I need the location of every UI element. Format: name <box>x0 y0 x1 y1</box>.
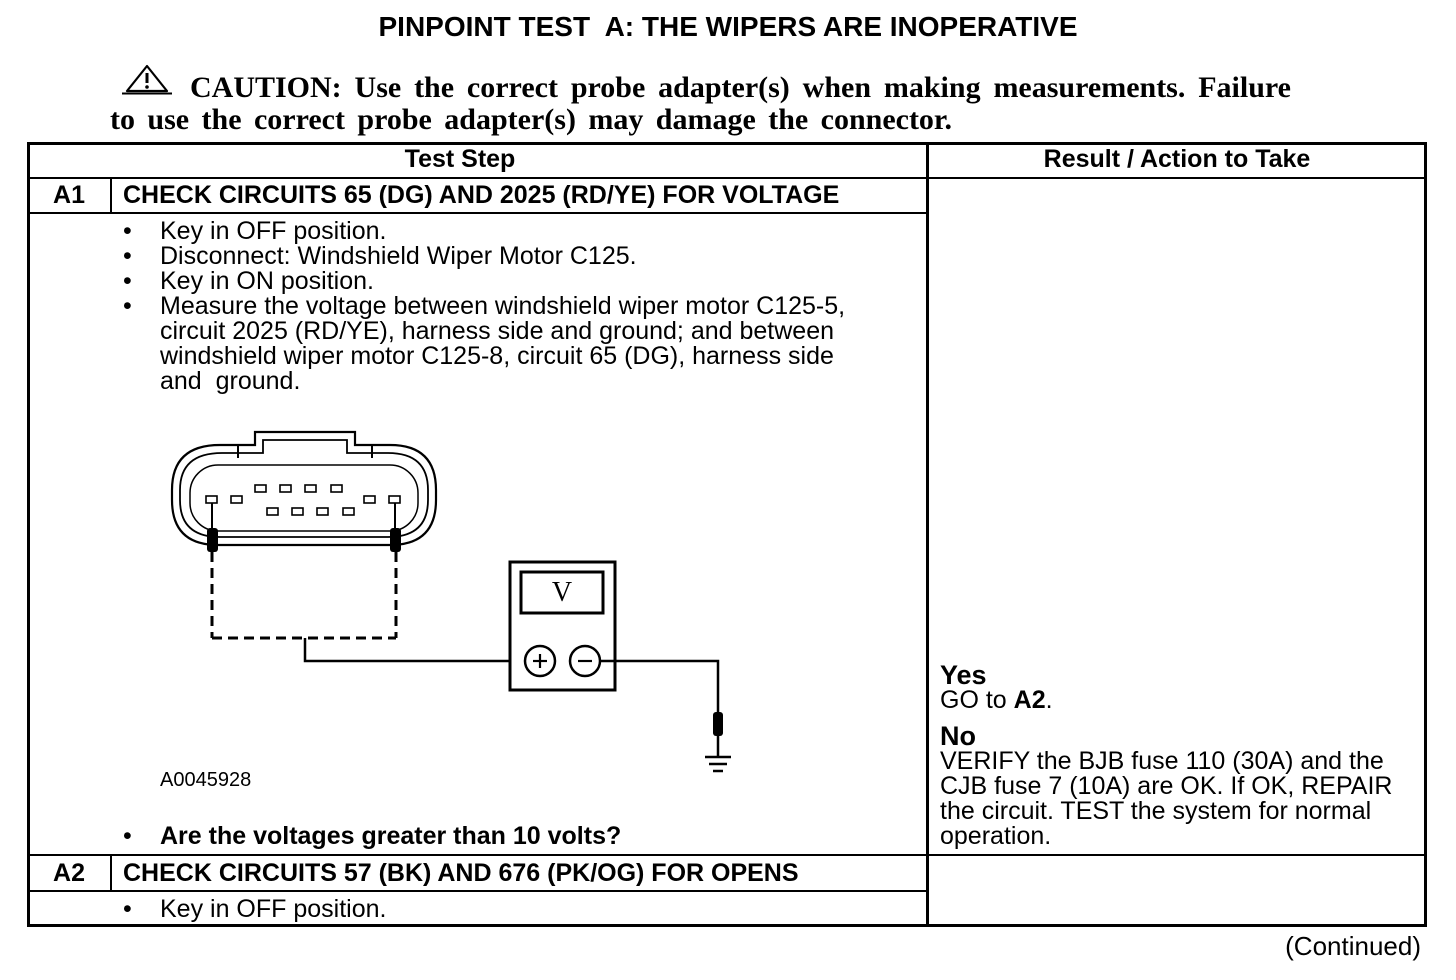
test-lead-negative <box>600 659 720 714</box>
step-id: A1 <box>53 181 85 209</box>
result-yes-prefix: GO to <box>940 686 1014 714</box>
test-probe <box>713 712 723 736</box>
connector-pin <box>291 507 304 516</box>
result-no-label: No <box>940 721 976 751</box>
connector-pin <box>388 495 401 504</box>
step-id-divider <box>110 178 112 213</box>
connector-pin <box>279 484 292 493</box>
list-item: Key in ON position. <box>118 267 860 295</box>
connector-pin <box>342 507 355 516</box>
ground-symbol-icon <box>705 736 731 773</box>
header-test-step: Test Step <box>404 145 516 173</box>
connector-pin <box>205 495 218 504</box>
voltmeter: V <box>508 560 617 692</box>
step-actions-list: Key in OFF position. <box>118 895 860 923</box>
test-table <box>27 142 1427 927</box>
step-id-divider <box>110 855 112 891</box>
row-divider <box>27 854 1427 856</box>
warning-triangle-icon <box>122 64 172 95</box>
page-title: PINPOINT TEST A: THE WIPERS ARE INOPERAT… <box>378 11 1078 42</box>
action-text: Key in OFF position. <box>160 217 387 245</box>
action-text: Key in ON position. <box>160 267 374 295</box>
list-item: Measure the voltage between windshield w… <box>118 294 860 394</box>
test-lead-dashed <box>210 552 398 640</box>
result-yes-label: Yes <box>940 660 987 690</box>
step-question: Are the voltages greater than 10 volts? <box>118 822 860 850</box>
connector-pin <box>230 495 243 504</box>
result-no-action: VERIFY the BJB fuse 110 (30A) and the CJ… <box>940 747 1393 850</box>
list-item: Disconnect: Windshield Wiper Motor C125. <box>118 242 860 270</box>
voltmeter-display <box>519 570 605 615</box>
step-actions-list: Key in OFF position. Disconnect: Windshi… <box>118 219 860 394</box>
connector-shell-inner <box>179 439 429 538</box>
caution-text-line: to use the correct probe adapter(s) may … <box>110 103 952 136</box>
voltage-measurement-figure: V <box>170 430 731 773</box>
action-text: Measure the voltage between windshield w… <box>160 292 853 395</box>
caution-text-line: CAUTION: Use the correct probe adapter(s… <box>190 71 1291 104</box>
connector-pin <box>363 495 376 504</box>
column-divider <box>926 142 929 927</box>
connector-cavity <box>189 464 419 532</box>
row-divider <box>27 177 1427 179</box>
continued-note: (Continued) <box>1285 931 1421 961</box>
question-text: Are the voltages greater than 10 volts? <box>160 822 622 850</box>
result-yes-suffix: . <box>1045 686 1053 714</box>
list-item: Key in OFF position. <box>118 895 860 923</box>
result-yes-action: GO to A2. <box>940 688 1420 713</box>
action-text: Key in OFF position. <box>160 895 387 923</box>
figure-id: A0045928 <box>160 769 252 791</box>
minus-terminal-icon <box>568 644 602 678</box>
action-text: Disconnect: Windshield Wiper Motor C125. <box>160 242 637 270</box>
row-divider <box>27 890 927 892</box>
step-id: A2 <box>53 859 85 887</box>
plus-terminal-icon <box>523 644 557 678</box>
voltmeter-display-unit: V <box>552 577 572 608</box>
step-title: CHECK CIRCUITS 57 (BK) AND 676 (PK/OG) F… <box>123 859 799 887</box>
list-item: Key in OFF position. <box>118 217 860 245</box>
list-item: Are the voltages greater than 10 volts? <box>118 822 860 850</box>
step-title: CHECK CIRCUITS 65 (DG) AND 2025 (RD/YE) … <box>123 181 840 209</box>
connector-pins <box>205 484 401 516</box>
test-probe <box>207 528 218 552</box>
result-yes-target: A2 <box>1013 686 1046 714</box>
header-result-action: Result / Action to Take <box>1043 145 1311 173</box>
connector-pin <box>330 484 343 493</box>
connector-pin <box>254 484 267 493</box>
test-probe <box>390 528 401 552</box>
connector-pin <box>316 507 329 516</box>
test-lead-positive <box>303 638 525 663</box>
connector-pin <box>304 484 317 493</box>
row-divider <box>27 212 927 214</box>
connector-pin <box>266 507 279 516</box>
